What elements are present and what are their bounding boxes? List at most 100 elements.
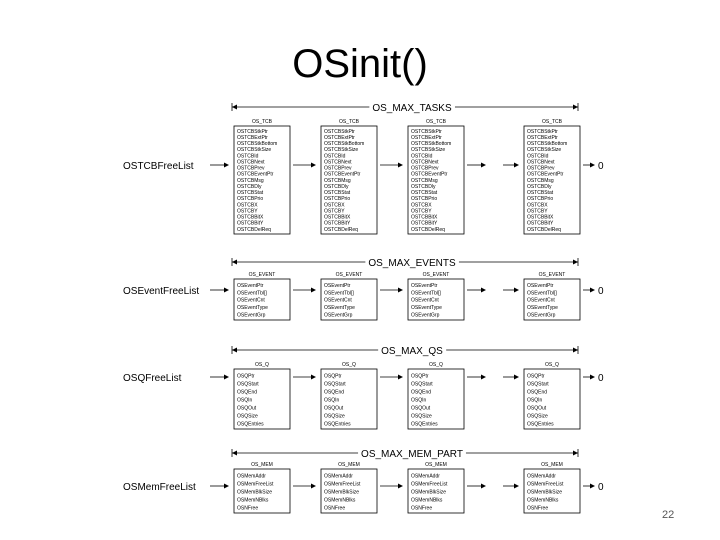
struct-box <box>523 278 581 321</box>
struct-field: OSEventType <box>527 305 558 311</box>
link-pointer-head <box>514 162 519 168</box>
struct-field: OSTCBBitY <box>237 221 264 227</box>
struct-field: OSTCBX <box>324 202 345 208</box>
struct-field: OSTCBMsg <box>411 178 438 184</box>
struct-field: OSEventCnt <box>237 298 265 304</box>
struct-field: OSTCBY <box>527 208 548 214</box>
struct-field: OSMemBlkSize <box>527 489 562 495</box>
span-arrow-right-head <box>573 104 578 110</box>
struct-header: OS_TCB <box>542 119 563 125</box>
slide-title: OSinit() <box>292 42 428 86</box>
struct-field: OSTCBPrev <box>411 166 439 172</box>
struct-box <box>320 278 378 321</box>
struct-field: OSEventGrp <box>237 313 266 319</box>
struct-field: OSNFree <box>411 505 432 511</box>
struct-field: OSQPtr <box>527 373 545 379</box>
struct-field: OSEventCnt <box>527 298 555 304</box>
struct-field: OSEventCnt <box>411 298 439 304</box>
struct-field: OSTCBEventPtr <box>527 172 564 178</box>
struct-field: OSTCBDelReq <box>324 227 358 233</box>
struct-header: OS_Q <box>429 362 443 368</box>
struct-header: OS_MEM <box>338 462 360 468</box>
struct-field: OSTCBDelReq <box>527 227 561 233</box>
list-pointer-head <box>224 162 229 168</box>
struct-field: OSTCBBitX <box>237 215 264 221</box>
struct-field: OSTCBMsg <box>237 178 264 184</box>
link-pointer-head <box>590 287 595 293</box>
struct-field: OSTCBBitY <box>411 221 438 227</box>
struct-field: OSTCBBitY <box>527 221 554 227</box>
struct-box <box>233 278 291 321</box>
struct-box <box>523 468 581 514</box>
struct-field: OSTCBStkSize <box>324 147 358 153</box>
struct-field: OSTCBPrev <box>237 166 265 172</box>
struct-field: OSQStart <box>411 381 433 387</box>
struct-field: OSTCBStkSize <box>237 147 271 153</box>
struct-field: OSTCBPrev <box>324 166 352 172</box>
struct-field: OSTCBX <box>527 202 548 208</box>
struct-field: OSQSize <box>324 413 345 419</box>
struct-field: OSTCBEventPtr <box>411 172 448 178</box>
struct-field: OSTCBStkSize <box>527 147 561 153</box>
span-arrow-left-head <box>232 104 237 110</box>
span-arrow-right-head <box>573 450 578 456</box>
struct-box <box>407 278 465 321</box>
struct-field: OSTCBExtPtr <box>411 135 442 141</box>
struct-field: OSMemAddr <box>237 473 266 479</box>
struct-box <box>320 125 378 235</box>
struct-field: OSEventPtr <box>411 283 438 289</box>
free-list-label: OSTCBFreeList <box>123 161 194 172</box>
struct-header: OS_Q <box>255 362 269 368</box>
struct-field: OSTCBPrio <box>527 196 553 202</box>
struct-field: OSTCBBitY <box>324 221 351 227</box>
struct-field: OSTCBPrio <box>324 196 350 202</box>
struct-field: OSQEnd <box>411 389 431 395</box>
null-terminator: 0 <box>598 373 604 384</box>
struct-field: OSMemBlkSize <box>324 489 359 495</box>
struct-field: OSTCBMsg <box>324 178 351 184</box>
link-pointer-head <box>514 287 519 293</box>
struct-box <box>523 125 581 235</box>
struct-field: OSNFree <box>237 505 258 511</box>
struct-field: OSEventGrp <box>324 313 353 319</box>
link-pointer-head <box>311 162 316 168</box>
struct-field: OSQEnd <box>527 389 547 395</box>
link-pointer-head <box>311 483 316 489</box>
struct-field: OSQSize <box>527 413 548 419</box>
null-terminator: 0 <box>598 161 604 172</box>
struct-field: OSMemAddr <box>527 473 556 479</box>
struct-field: OSMemFreeList <box>411 481 448 487</box>
struct-field: OSQEntries <box>527 421 554 427</box>
struct-field: OSTCBDelReq <box>237 227 271 233</box>
struct-field: OSEventTbl[] <box>324 290 354 296</box>
struct-field: OSEventType <box>411 305 442 311</box>
span-label: OS_MAX_MEM_PART <box>361 449 463 460</box>
struct-field: OSMemNBlks <box>237 497 269 503</box>
struct-header: OS_TCB <box>252 119 273 125</box>
struct-field: OSTCBExtPtr <box>237 135 268 141</box>
struct-field: OSTCBNext <box>237 159 265 165</box>
struct-field: OSEventPtr <box>324 283 351 289</box>
struct-field: OSEventCnt <box>324 298 352 304</box>
link-pointer-head <box>311 374 316 380</box>
struct-field: OSQPtr <box>411 373 429 379</box>
span-label-background <box>378 346 447 357</box>
struct-header: OS_EVENT <box>249 272 276 278</box>
struct-header: OS_Q <box>342 362 356 368</box>
struct-field: OSEventType <box>324 305 355 311</box>
struct-field: OSMemAddr <box>411 473 440 479</box>
link-pointer-head <box>590 162 595 168</box>
struct-box <box>407 368 465 430</box>
struct-field: OSQPtr <box>324 373 342 379</box>
struct-field: OSNFree <box>324 505 345 511</box>
struct-field: OSNFree <box>527 505 548 511</box>
struct-field: OSQIn <box>527 397 543 403</box>
struct-field: OSTCBEventPtr <box>324 172 361 178</box>
struct-field: OSEventGrp <box>527 313 556 319</box>
struct-field: OSQOut <box>411 405 431 411</box>
struct-field: OSTCBStkPtr <box>237 129 268 135</box>
struct-field: OSQOut <box>527 405 547 411</box>
struct-box <box>233 368 291 430</box>
link-pointer-head <box>590 483 595 489</box>
struct-field: OSTCBId <box>324 153 346 159</box>
